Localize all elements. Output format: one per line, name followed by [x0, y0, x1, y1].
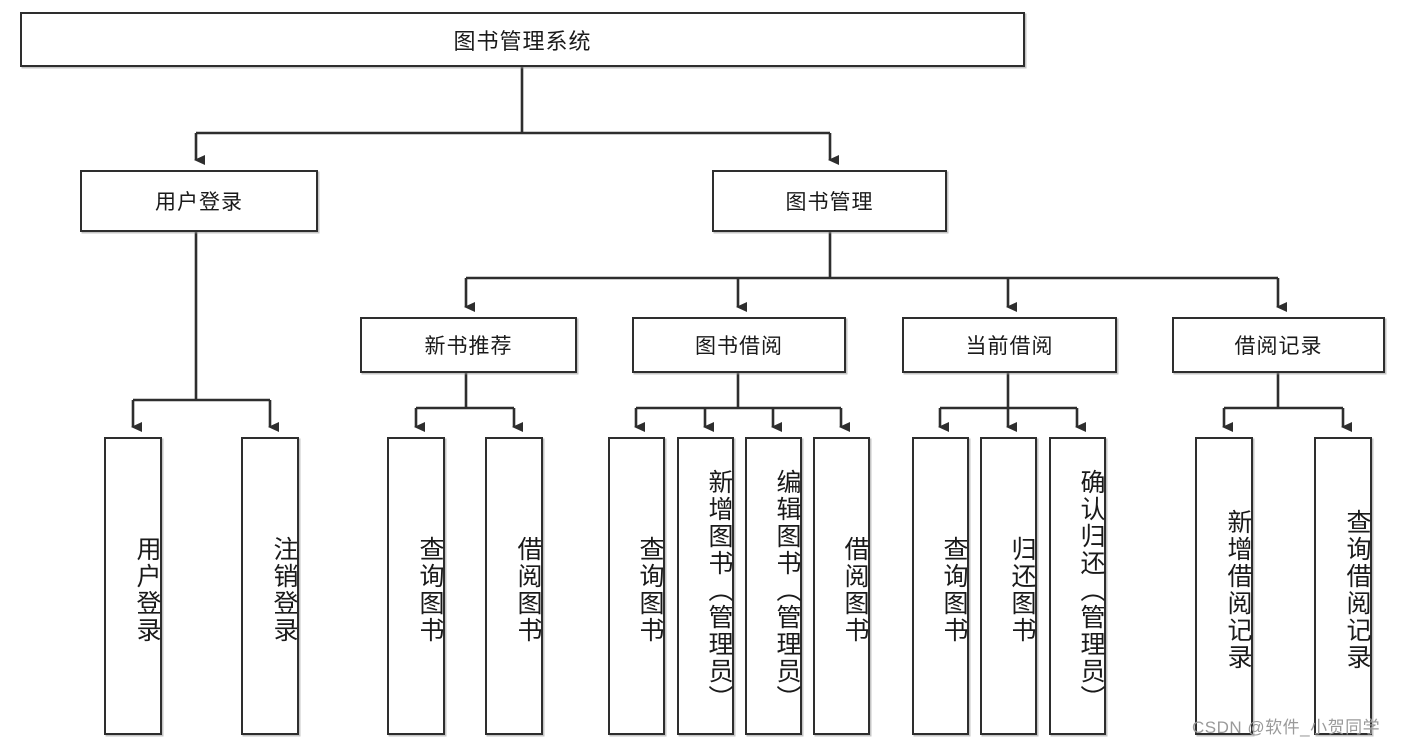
- leaf-add-borrow-record[interactable]: 新增借阅记录: [1195, 437, 1253, 735]
- node-label: 新增借阅记录: [1224, 509, 1252, 671]
- node-new-book-recommend[interactable]: 新书推荐: [360, 317, 577, 373]
- node-label: 新书推荐: [424, 335, 513, 358]
- leaf-return-books[interactable]: 归还图书: [980, 437, 1037, 735]
- leaf-query-borrow-record[interactable]: 查询借阅记录: [1314, 437, 1372, 735]
- leaf-user-logout[interactable]: 注销登录: [241, 437, 299, 735]
- leaf-query-books-recommend[interactable]: 查询图书: [387, 437, 445, 735]
- node-book-borrow[interactable]: 图书借阅: [632, 317, 846, 373]
- leaf-borrow-books-recommend[interactable]: 借阅图书: [485, 437, 543, 735]
- node-current-borrow[interactable]: 当前借阅: [902, 317, 1117, 373]
- node-label: 查询图书: [636, 536, 664, 644]
- leaf-borrow-books[interactable]: 借阅图书: [813, 437, 870, 735]
- node-label: 归还图书: [1008, 536, 1036, 644]
- leaf-user-login[interactable]: 用户登录: [104, 437, 162, 735]
- node-user-login[interactable]: 用户登录: [80, 170, 318, 232]
- node-label: 借阅图书: [514, 536, 542, 644]
- node-label: 新增图书（管理员）: [705, 468, 733, 712]
- node-label: 借阅记录: [1234, 335, 1323, 358]
- csdn-watermark: CSDN @软件_小贺同学: [1192, 718, 1381, 737]
- node-label: 图书管理系统: [453, 28, 592, 54]
- node-label: 注销登录: [270, 536, 298, 644]
- node-borrow-records[interactable]: 借阅记录: [1172, 317, 1385, 373]
- node-book-management[interactable]: 图书管理: [712, 170, 947, 232]
- node-label: 确认归还（管理员）: [1077, 468, 1105, 712]
- node-label: 用户登录: [133, 536, 161, 644]
- node-label: 查询图书: [940, 536, 968, 644]
- node-root-system[interactable]: 图书管理系统: [20, 12, 1025, 67]
- leaf-add-book-admin[interactable]: 新增图书（管理员）: [677, 437, 734, 735]
- node-label: 图书借阅: [695, 335, 783, 358]
- node-label: 用户登录: [155, 191, 243, 214]
- node-label: 查询图书: [416, 536, 444, 644]
- leaf-query-books-current[interactable]: 查询图书: [912, 437, 969, 735]
- leaf-edit-book-admin[interactable]: 编辑图书（管理员）: [745, 437, 802, 735]
- node-label: 借阅图书: [841, 536, 869, 644]
- leaf-query-books-borrow[interactable]: 查询图书: [608, 437, 665, 735]
- leaf-confirm-return-admin[interactable]: 确认归还（管理员）: [1049, 437, 1106, 735]
- node-label: 当前借阅: [965, 335, 1054, 358]
- node-label: 编辑图书（管理员）: [773, 468, 801, 712]
- node-label: 查询借阅记录: [1343, 509, 1371, 671]
- node-label: 图书管理: [785, 191, 874, 214]
